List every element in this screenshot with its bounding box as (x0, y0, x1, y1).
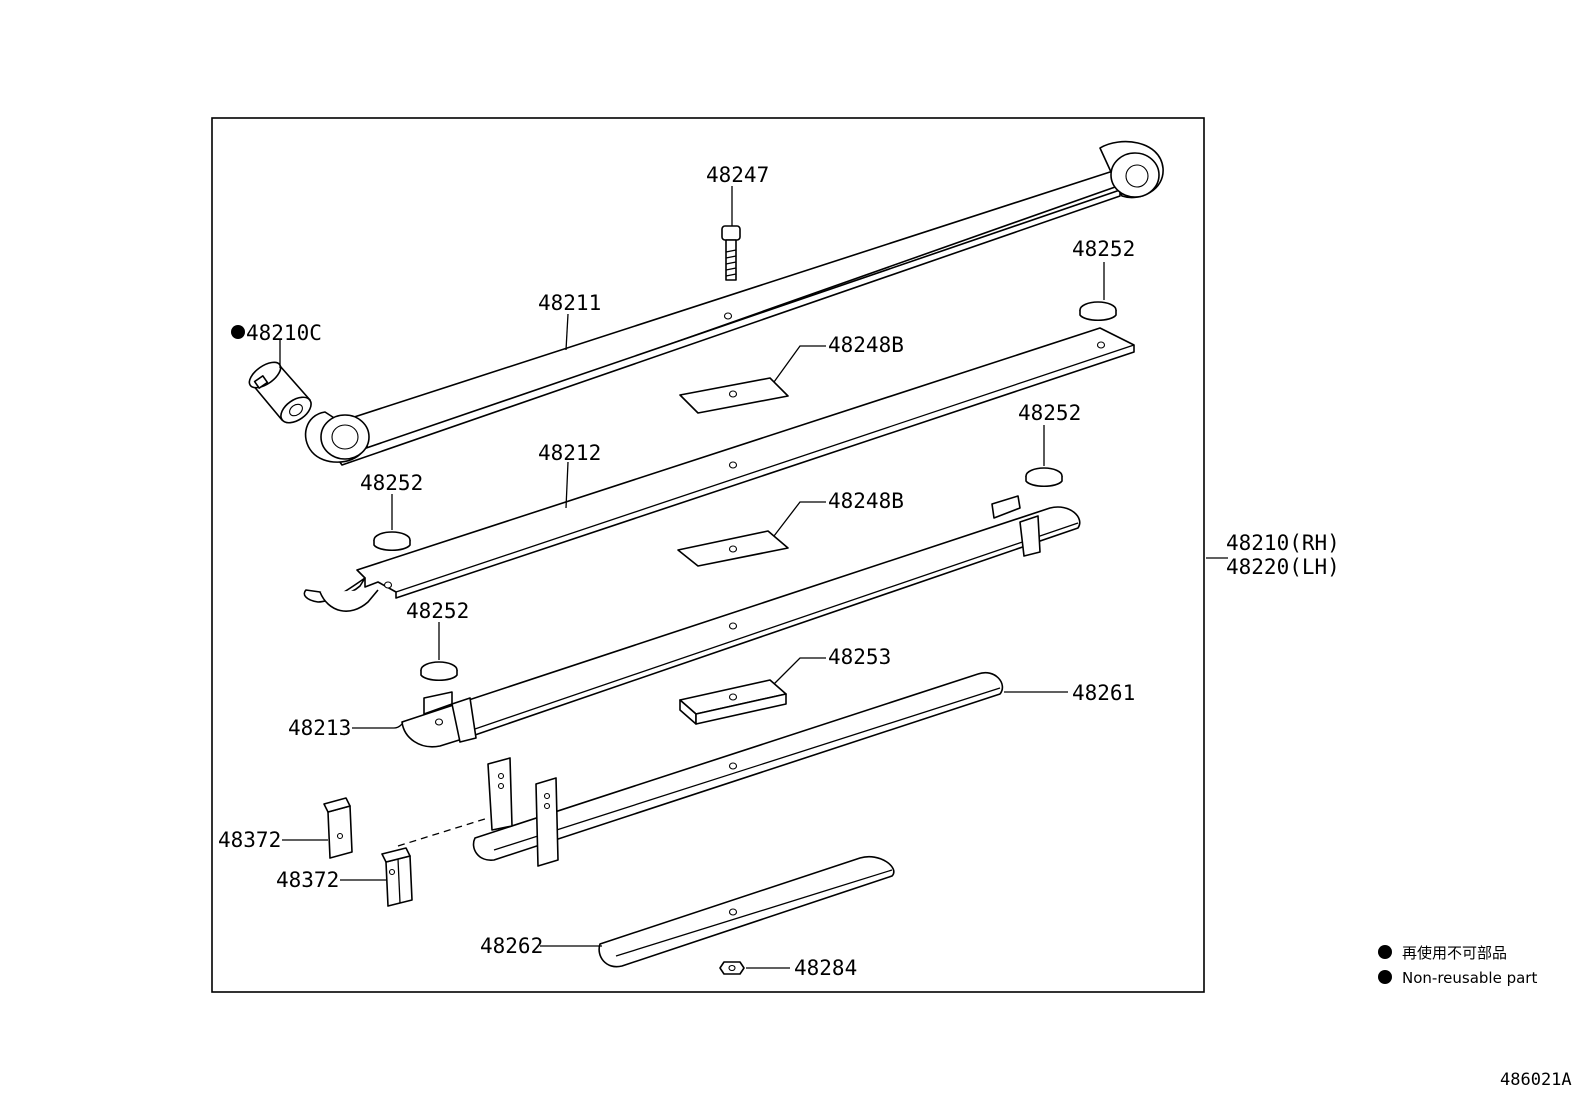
label-48248B-upper: 48248B (828, 333, 904, 357)
clip-48372-2[interactable] (381, 847, 413, 907)
legend-bullet-icon (1378, 945, 1392, 959)
insert-48252-2[interactable] (1025, 467, 1063, 488)
label-48252-3: 48252 (360, 471, 423, 495)
legend-bullet-icon (1378, 970, 1392, 984)
second-leaf-48212[interactable] (303, 327, 1135, 612)
label-48252-1: 48252 (1072, 237, 1135, 261)
label-48372-1: 48372 (218, 828, 281, 852)
legend: 再使用不可部品 Non-reusable part (1378, 944, 1537, 987)
legend-jp: 再使用不可部品 (1402, 944, 1507, 962)
liner-48248B-middle[interactable] (677, 530, 789, 567)
label-48261: 48261 (1072, 681, 1135, 705)
figure-code: 486021A (1500, 1070, 1572, 1090)
label-48253: 48253 (828, 645, 891, 669)
insert-48252-1[interactable] (1079, 301, 1117, 322)
label-48284: 48284 (794, 956, 857, 980)
label-48213: 48213 (288, 716, 351, 740)
leader-lines (279, 186, 1228, 969)
label-48212: 48212 (538, 441, 601, 465)
leaf-48262[interactable] (598, 855, 895, 968)
label-48211: 48211 (538, 291, 601, 315)
label-48262: 48262 (480, 934, 543, 958)
insert-48252-4[interactable] (420, 661, 458, 682)
label-48372-2: 48372 (276, 868, 339, 892)
main-leaf-48211[interactable] (304, 140, 1164, 466)
label-48210C: 48210C (246, 321, 322, 345)
third-leaf-48213[interactable] (401, 495, 1081, 748)
label-48248B-middle: 48248B (828, 489, 904, 513)
non-reusable-mark-icon (231, 325, 245, 339)
pad-48253[interactable] (679, 679, 787, 725)
clip-48372-1[interactable] (323, 797, 353, 859)
label-48220-lh: 48220(LH) (1226, 555, 1340, 579)
bushing-48210C[interactable] (245, 357, 316, 428)
diagram-frame (211, 117, 1205, 993)
label-48252-2: 48252 (1018, 401, 1081, 425)
liner-48248B-upper[interactable] (679, 377, 789, 414)
label-48247: 48247 (706, 163, 769, 187)
nut-48284[interactable] (719, 961, 745, 975)
center-bolt-48247[interactable] (721, 225, 741, 281)
leaf-48261[interactable] (397, 671, 1004, 867)
legend-en: Non-reusable part (1402, 969, 1537, 987)
label-48252-4: 48252 (406, 599, 469, 623)
insert-48252-3[interactable] (373, 531, 411, 552)
label-48210-rh: 48210(RH) (1226, 531, 1340, 555)
